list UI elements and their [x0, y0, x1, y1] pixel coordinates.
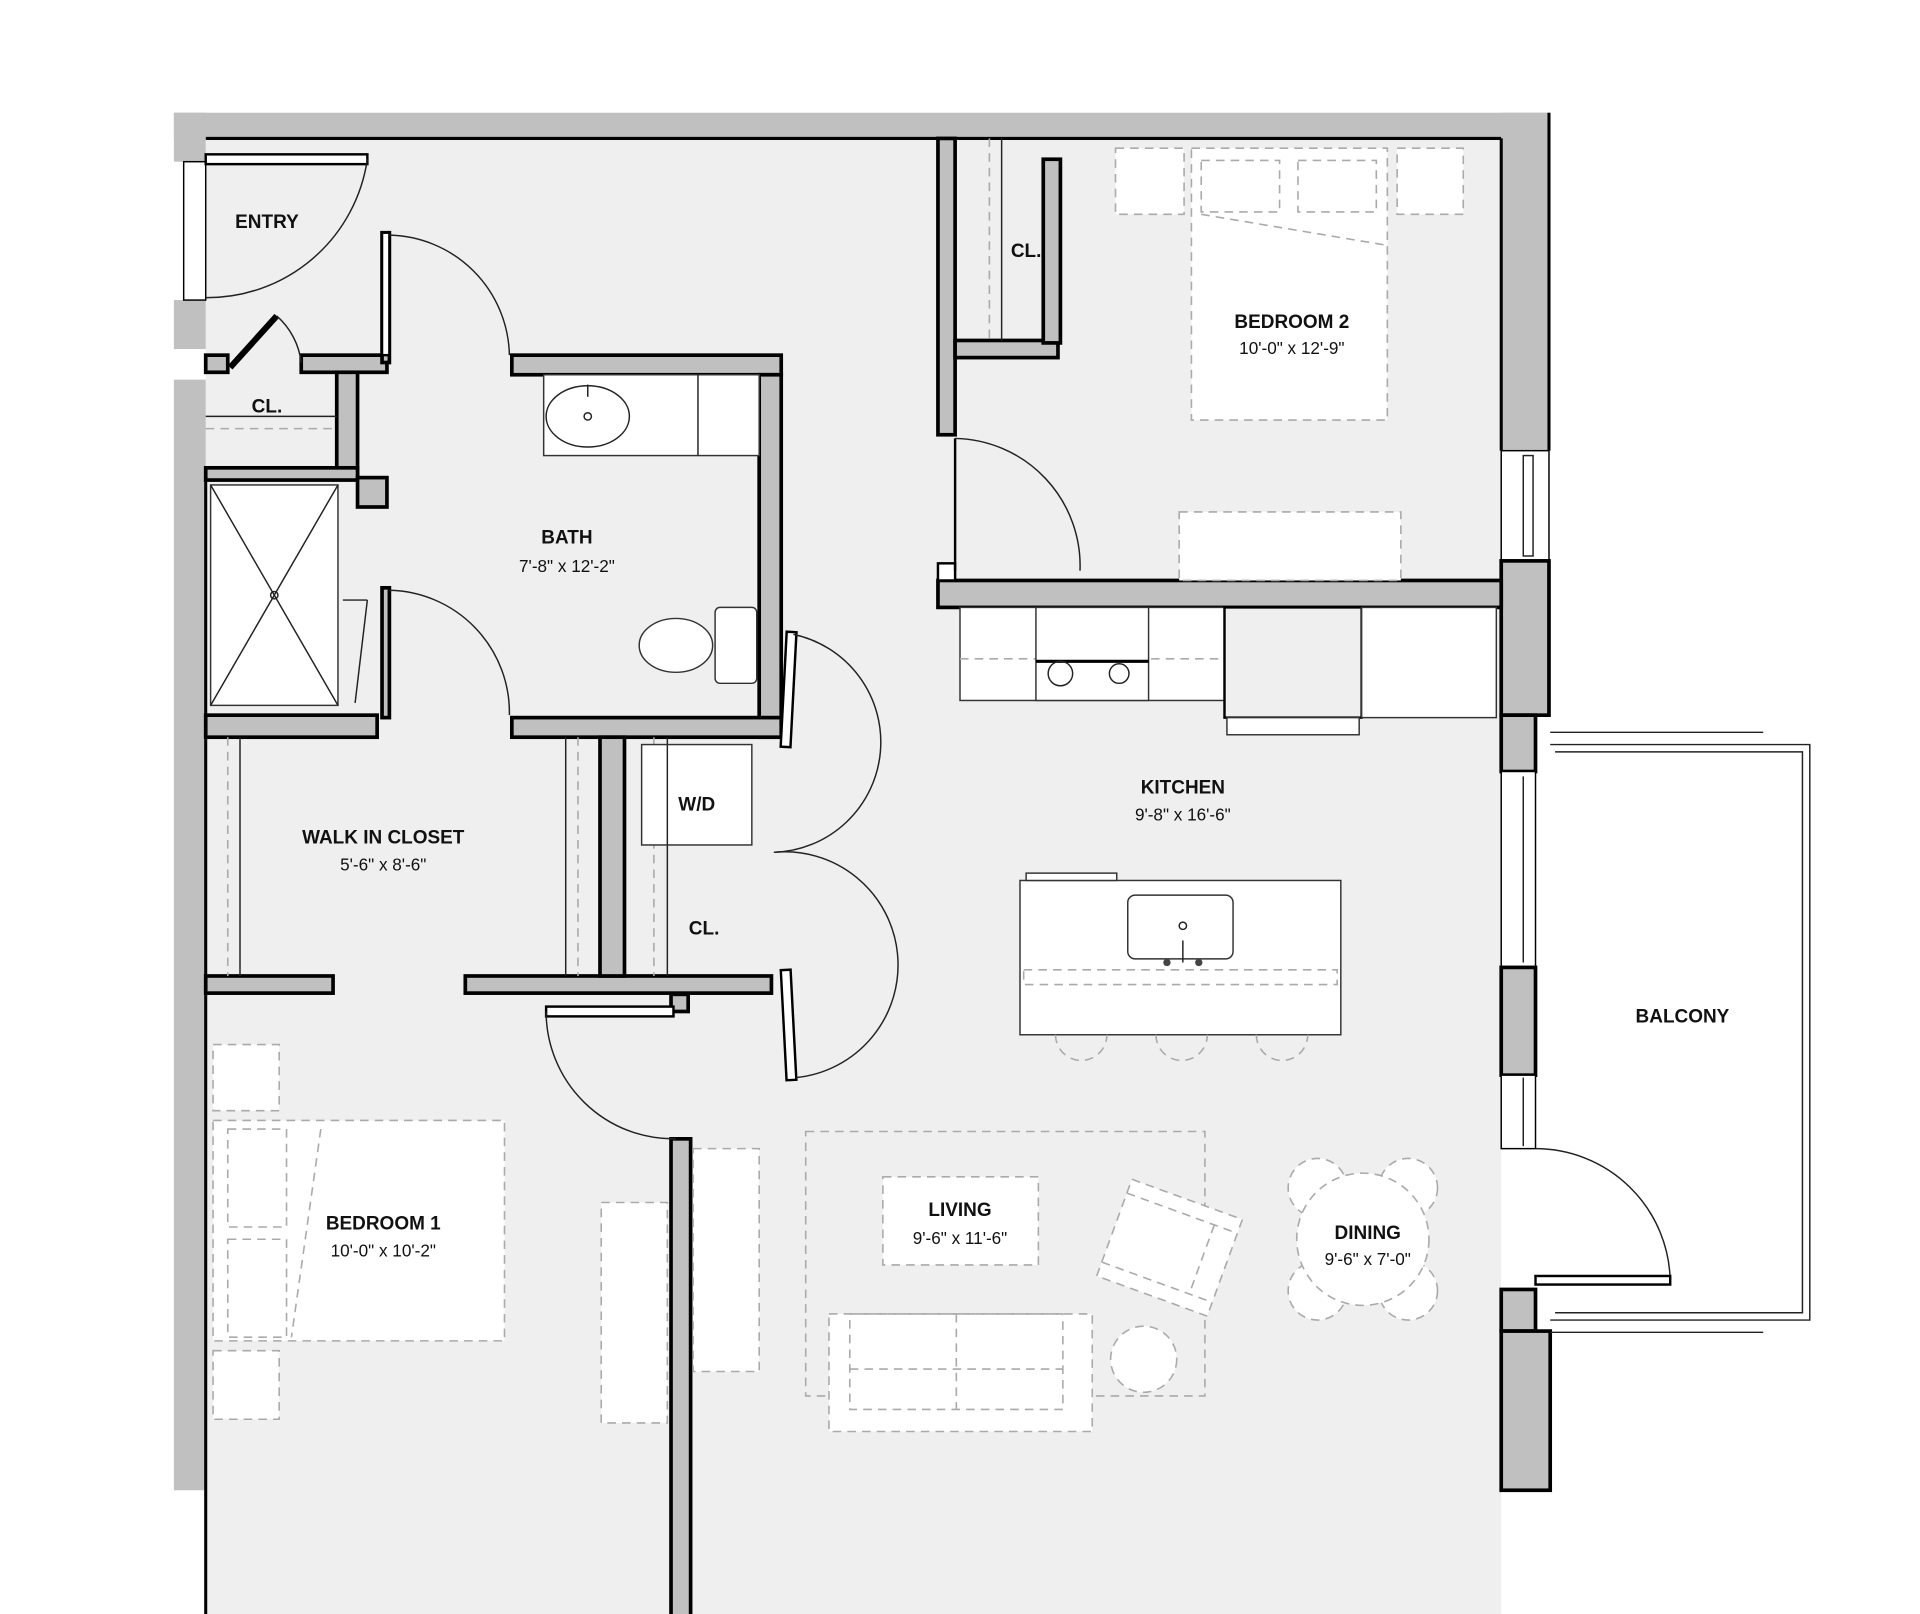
- island-sink: [1127, 894, 1234, 960]
- bedroom2-bed: [1190, 147, 1389, 421]
- label-entry: ENTRY: [235, 212, 299, 233]
- washer-dryer: [640, 743, 753, 846]
- fixtures: [205, 138, 1811, 1334]
- pantry: [1360, 606, 1498, 719]
- exterior-walls: [173, 112, 1553, 1614]
- label-dining: DINING: [1335, 1223, 1401, 1244]
- room-labels: ENTRY CL. BATH 7'-8" x 12'-2" CL. BEDROO…: [235, 212, 1730, 1269]
- label-walk-in-closet: WALK IN CLOSET: [302, 828, 465, 849]
- dim-kitchen: 9'-8" x 16'-6": [1135, 804, 1231, 824]
- label-balcony: BALCONY: [1636, 1007, 1730, 1028]
- interior-walls: [203, 136, 1504, 1614]
- bath-vanity: [542, 374, 760, 457]
- dim-bedroom1: 10'-0" x 10'-2": [331, 1240, 436, 1260]
- window-bedroom2: [1500, 449, 1550, 562]
- dim-living: 9'-6" x 11'-6": [913, 1228, 1008, 1248]
- label-living: LIVING: [928, 1200, 991, 1221]
- dim-bedroom2: 10'-0" x 12'-9": [1239, 338, 1344, 358]
- living-sofa: [828, 1313, 1094, 1433]
- bedroom2-dresser: [1178, 511, 1402, 582]
- dining-table: [1295, 1172, 1430, 1307]
- living-label-box: [882, 1176, 1040, 1266]
- bedroom2-nightstand: [1396, 147, 1465, 216]
- bedroom1-nightstand: [212, 1043, 280, 1112]
- range: [1035, 606, 1150, 702]
- bedroom1-nightstand: [212, 1349, 280, 1421]
- bedroom2-nightstand: [1114, 147, 1185, 216]
- dim-dining: 9'-6" x 7'-0": [1325, 1249, 1411, 1269]
- media-console: [692, 1147, 760, 1373]
- bedroom1-bed: [212, 1119, 506, 1342]
- label-closet-bed2: CL.: [1011, 241, 1042, 262]
- bedroom1-dresser: [600, 1201, 669, 1424]
- refrigerator: [1223, 606, 1363, 719]
- furniture: [212, 147, 1465, 1433]
- dim-bath: 7'-8" x 12'-2": [519, 556, 615, 576]
- toilet-bowl: [638, 617, 714, 674]
- dim-walk-in-closet: 5'-6" x 8'-6": [340, 855, 426, 875]
- entry-door-opening: [182, 160, 207, 301]
- label-kitchen: KITCHEN: [1141, 778, 1225, 799]
- label-laundry: W/D: [678, 795, 715, 816]
- label-bedroom1: BEDROOM 1: [326, 1213, 441, 1234]
- label-closet-hall: CL.: [689, 918, 720, 939]
- doors: [204, 153, 1672, 1286]
- toilet-tank: [714, 606, 758, 685]
- label-bedroom2: BEDROOM 2: [1234, 312, 1349, 333]
- living-armchair: [1095, 1178, 1244, 1318]
- label-bath: BATH: [541, 528, 592, 549]
- side-table: [1109, 1325, 1178, 1394]
- label-closet-entry: CL.: [252, 397, 283, 418]
